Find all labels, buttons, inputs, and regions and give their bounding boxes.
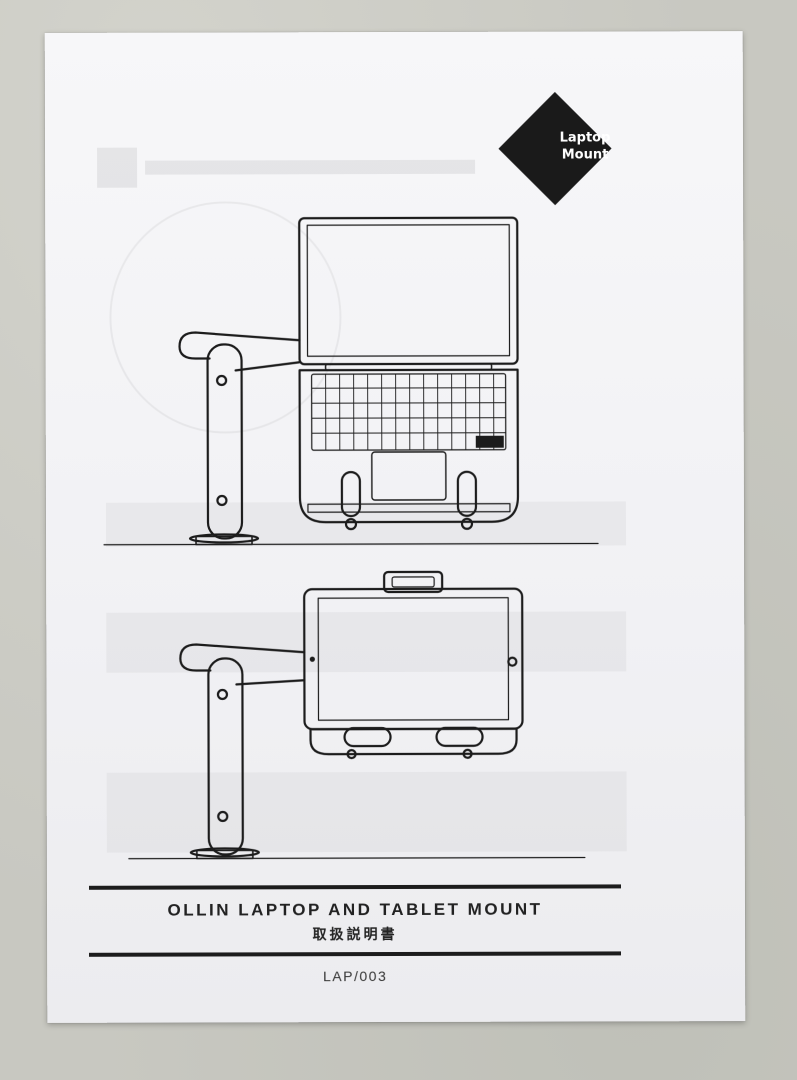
show-through-circle [109, 201, 342, 434]
manual-subtitle: 取扱説明書 [312, 926, 398, 944]
manual-cover: Laptop Mount OLLIN LAPTOP AND TABLET MOU… [44, 31, 746, 1023]
show-through-content [97, 147, 627, 673]
badge-line-1: Laptop [559, 130, 611, 146]
product-illustration [97, 147, 627, 860]
laptop-mount-drawing [103, 216, 599, 546]
badge-line-2: Mount [561, 147, 609, 163]
tablet-mount-drawing [128, 570, 586, 860]
product-title: OLLIN LAPTOP AND TABLET MOUNT [167, 899, 543, 920]
model-number: LAP/003 [323, 968, 388, 985]
category-badge-label: Laptop Mount [523, 129, 647, 163]
